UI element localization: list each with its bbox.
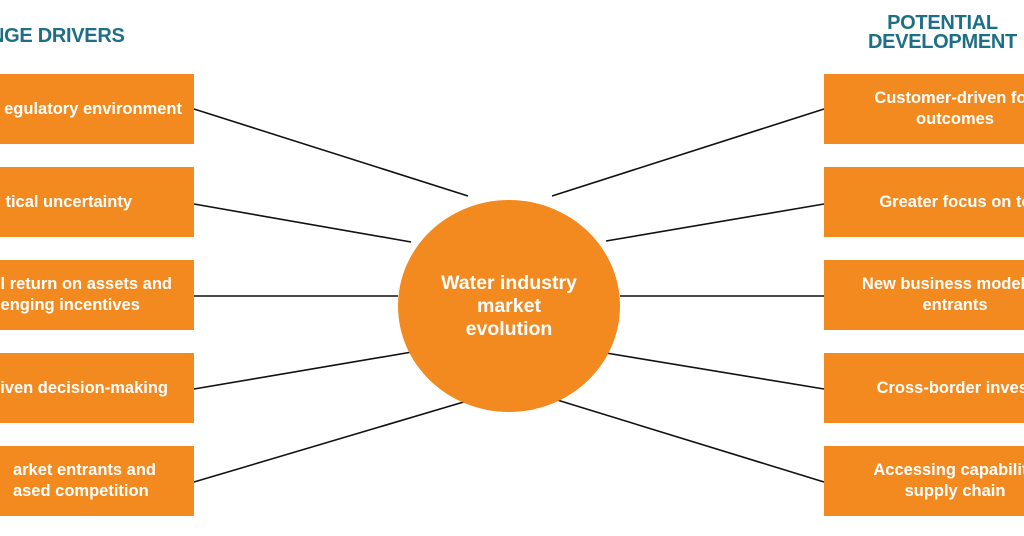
hub-label-line: Water industry — [441, 271, 577, 294]
potential-developments-heading: POTENTIAL DEVELOPMENT — [868, 12, 1017, 53]
connector-line — [193, 203, 412, 243]
connector-line — [553, 398, 825, 483]
development-box: New business models a entrants — [824, 260, 1024, 330]
development-label: New business models a entrants — [841, 274, 1024, 316]
label-line: enging incentives — [0, 296, 140, 314]
connector-line — [605, 352, 825, 390]
development-label: Cross-border invest — [841, 378, 1024, 399]
driver-label: egulatory environment — [4, 99, 182, 120]
development-label: Accessing capability supply chain — [841, 460, 1024, 502]
label-line: iven decision-making — [0, 378, 168, 397]
label-line: l return on assets and — [0, 275, 172, 293]
label-line: entrants — [922, 296, 988, 314]
hub-label: Water industry market evolution — [441, 272, 577, 341]
driver-label: iven decision-making — [0, 378, 168, 399]
change-drivers-heading: NGE DRIVERS — [0, 25, 125, 47]
development-box: Greater focus on te — [824, 167, 1024, 237]
label-line: New business models a — [861, 275, 1024, 293]
label-line: tical uncertainty — [5, 192, 132, 211]
connector-line — [605, 203, 825, 242]
development-box: Customer-driven foc outcomes — [824, 74, 1024, 144]
label-line: Greater focus on te — [879, 192, 1024, 211]
connector-line — [193, 400, 468, 483]
hub-label-line: evolution — [465, 317, 553, 340]
driver-box: egulatory environment — [0, 74, 194, 144]
label-line: outcomes — [916, 110, 994, 128]
label-line: arket entrants and — [12, 461, 156, 479]
label-line: Customer-driven foc — [874, 89, 1024, 107]
driver-label: l return on assets and enging incentives — [1, 274, 172, 316]
development-label: Greater focus on te — [841, 192, 1024, 213]
connector-line — [551, 108, 825, 197]
label-line: Cross-border invest — [876, 378, 1024, 397]
hub-label-line: market — [477, 294, 541, 317]
heading-line: DEVELOPMENT — [868, 31, 1017, 53]
driver-box: l return on assets and enging incentives — [0, 260, 194, 330]
label-line: ased competition — [12, 482, 149, 500]
label-line: supply chain — [904, 482, 1006, 500]
driver-label: arket entrants and ased competition — [13, 460, 156, 502]
label-line: Accessing capability — [873, 461, 1024, 479]
label-line: egulatory environment — [4, 99, 182, 118]
development-box: Cross-border invest — [824, 353, 1024, 423]
development-box: Accessing capability supply chain — [824, 446, 1024, 516]
connector-line — [193, 108, 469, 197]
driver-label: tical uncertainty — [5, 192, 132, 213]
driver-box: iven decision-making — [0, 353, 194, 423]
heading-line: POTENTIAL — [887, 12, 998, 34]
center-hub: Water industry market evolution — [398, 200, 620, 412]
driver-box: tical uncertainty — [0, 167, 194, 237]
connector-line — [193, 351, 413, 390]
driver-box: arket entrants and ased competition — [0, 446, 194, 516]
development-label: Customer-driven foc outcomes — [841, 88, 1024, 130]
